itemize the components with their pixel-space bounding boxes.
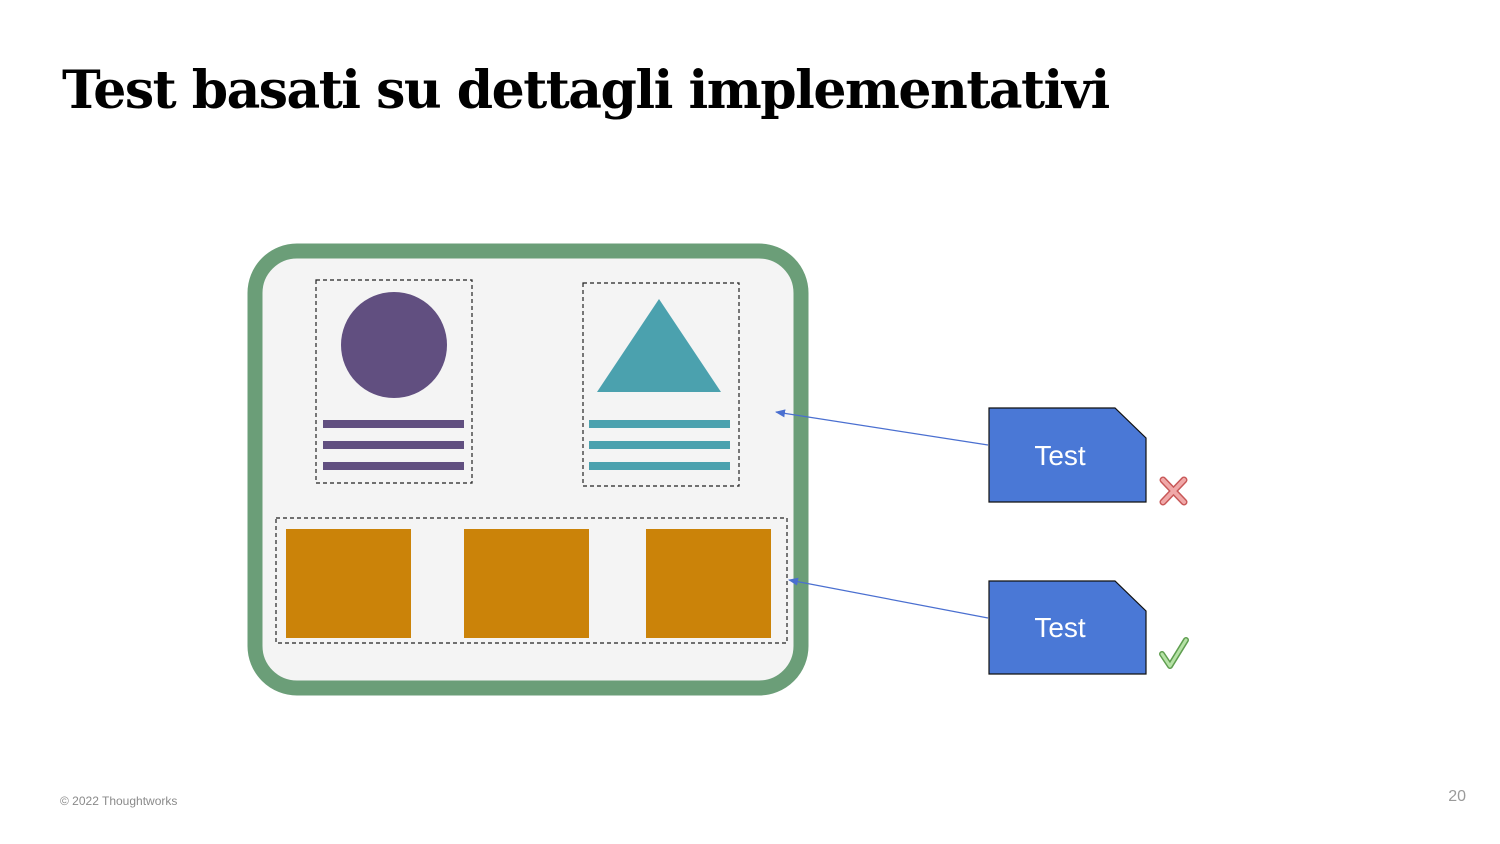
test-document-label: Test (1034, 440, 1086, 471)
circle-card-outline (315, 279, 473, 484)
circle-card-line (323, 420, 464, 428)
circle-shape (341, 292, 447, 398)
cross-icon (1159, 476, 1188, 506)
check-icon (1159, 637, 1189, 669)
triangle-card-outline (582, 282, 740, 487)
triangle-card-line (589, 420, 730, 428)
arrow-test-to-squares-row (788, 577, 989, 619)
slide-title: Test basati su dettagli implementativi (62, 60, 1110, 121)
test-document: Test (988, 580, 1147, 675)
triangle-card-line (589, 441, 730, 449)
square-shape (646, 529, 771, 638)
test-document-label: Test (1034, 612, 1086, 643)
arrow-test-to-triangle-card (775, 409, 989, 446)
test-document: Test (988, 407, 1147, 503)
square-shape (286, 529, 411, 638)
triangle-shape (597, 299, 721, 392)
copyright-text: © 2022 Thoughtworks (60, 794, 178, 808)
circle-card-line (323, 441, 464, 449)
square-shape (464, 529, 589, 638)
page-number: 20 (1448, 788, 1466, 805)
squares-row-outline (275, 517, 788, 644)
circle-card-line (323, 462, 464, 470)
triangle-card-line (589, 462, 730, 470)
